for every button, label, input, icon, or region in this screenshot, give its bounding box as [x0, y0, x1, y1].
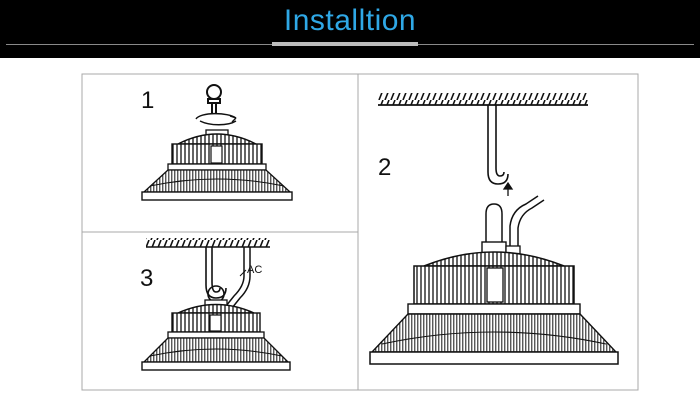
step-3-panel: 3 AC: [140, 238, 291, 371]
lift-arrow-icon: [502, 181, 514, 196]
hanging-hook-icon: [205, 247, 227, 303]
ceiling-hook-icon: [487, 105, 509, 185]
title-underline-accent: [272, 42, 418, 46]
ac-pointer: [239, 269, 247, 277]
rotate-arrow-icon: [195, 112, 237, 126]
panel-frame: [81, 73, 639, 391]
high-bay-fixture-large: [369, 241, 619, 365]
step-1-number: 1: [141, 87, 154, 114]
step-2-number: 2: [378, 154, 391, 181]
eye-bolt-cable-icon: [485, 195, 545, 248]
step-1-panel: 1: [141, 84, 293, 201]
ac-label: AC: [247, 264, 262, 276]
page-title: Installtion: [283, 4, 417, 37]
eye-bolt-icon: [206, 84, 222, 114]
ceiling-hatch: [146, 238, 270, 247]
high-bay-fixture-small: [141, 129, 293, 201]
high-bay-fixture-mounted: [141, 299, 291, 371]
step-3-number: 3: [140, 265, 153, 292]
ceiling-hatch-large: [378, 93, 588, 105]
step-2-panel: 2: [369, 93, 619, 365]
header-banner: Installtion: [0, 0, 700, 58]
ac-cable-icon: [225, 247, 251, 309]
